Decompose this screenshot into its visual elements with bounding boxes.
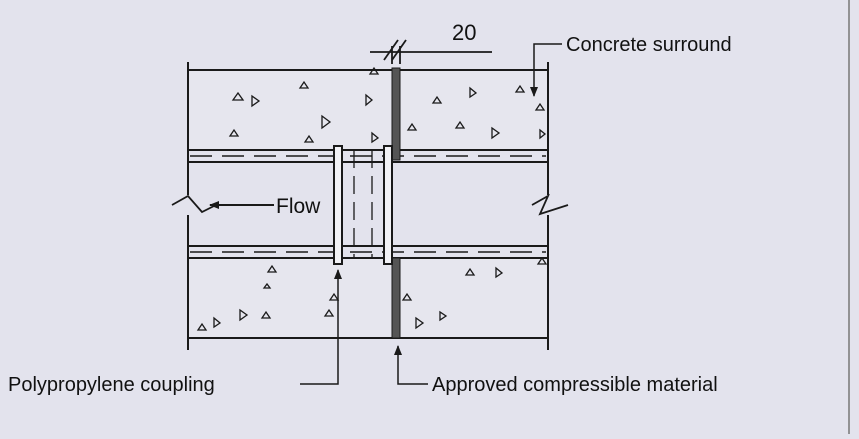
concrete-aggregate bbox=[196, 66, 548, 331]
concrete-top-left bbox=[188, 70, 392, 150]
compressible-strip-bottom bbox=[391, 257, 401, 339]
concrete-label: Concrete surround bbox=[566, 34, 732, 56]
flow-label: Flow bbox=[276, 195, 321, 218]
coupling-leader bbox=[300, 269, 342, 385]
compressible-strip-top bbox=[391, 67, 401, 161]
coupling-left-ring bbox=[333, 145, 343, 265]
concrete-leader bbox=[530, 43, 562, 97]
concrete-top-right bbox=[400, 70, 548, 150]
concrete-bottom-left bbox=[188, 258, 392, 338]
break-line-right bbox=[531, 193, 569, 216]
break-line-left bbox=[171, 194, 217, 214]
concrete-bottom-right bbox=[400, 258, 548, 338]
compressible-label: Approved compressible material bbox=[432, 374, 718, 396]
dimension-label: 20 bbox=[452, 20, 476, 45]
compressible-leader bbox=[394, 345, 428, 385]
coupling-label: Polypropylene coupling bbox=[8, 374, 215, 396]
dimension-marker bbox=[370, 39, 492, 64]
coupling-centre-lines bbox=[353, 150, 373, 258]
pipe-centre-dashes bbox=[190, 155, 546, 253]
coupling-right-ring bbox=[383, 145, 393, 265]
